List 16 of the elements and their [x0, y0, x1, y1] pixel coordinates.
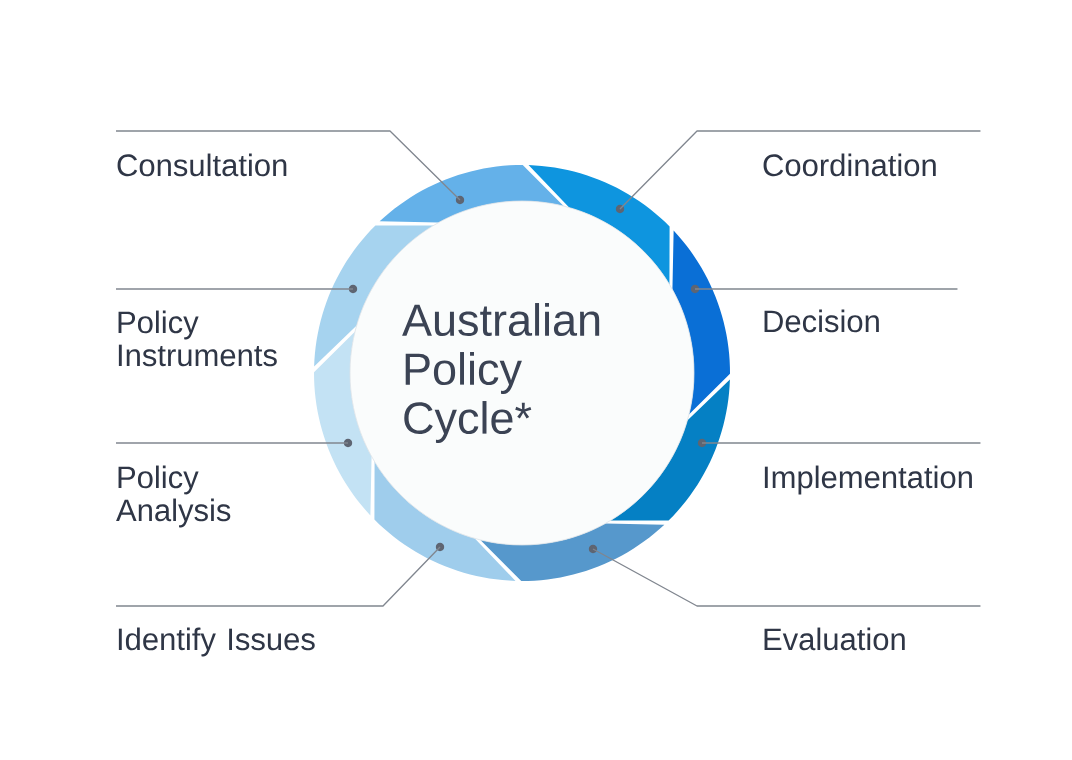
- stage-label: Identify Issues: [118, 627, 315, 657]
- stage-label: Policy Analysis: [116, 465, 231, 528]
- leader-line: [115, 130, 461, 201]
- leader-line: [592, 548, 981, 607]
- leader-line: [694, 288, 958, 290]
- leader-line: [115, 442, 349, 444]
- leader-line: [115, 546, 441, 607]
- stage-label: Evaluation: [764, 627, 905, 651]
- leader-line: [619, 130, 981, 210]
- leader-line: [115, 288, 354, 290]
- leader-line: [701, 442, 981, 444]
- stage-label: Implementation: [764, 465, 972, 495]
- stage-label: Decision: [764, 309, 879, 333]
- stage-label: Policy Instruments: [118, 310, 277, 367]
- stage-label: Consultation: [117, 153, 287, 177]
- stage-label: Coordination: [763, 153, 936, 177]
